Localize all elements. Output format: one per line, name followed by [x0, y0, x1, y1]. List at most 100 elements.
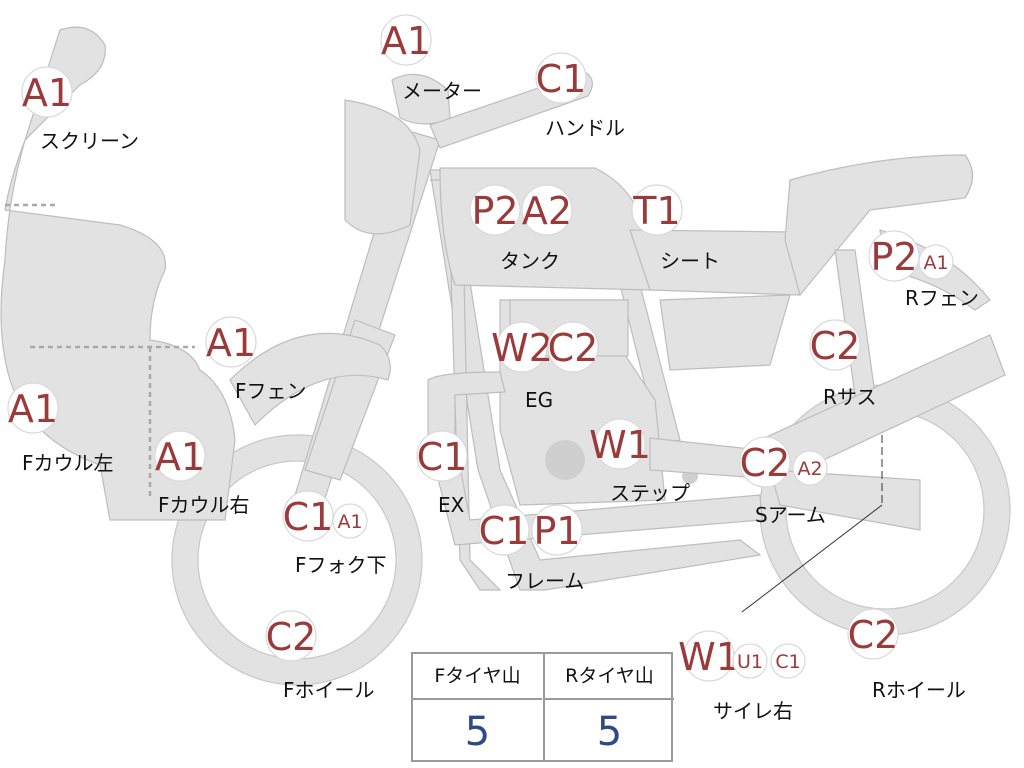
front-tire-header: Fタイヤ山	[413, 654, 542, 700]
grade-badge	[7, 382, 59, 434]
engine-cover-shape	[545, 440, 585, 480]
grade-badge	[732, 643, 768, 679]
grade-code: C2	[740, 441, 791, 485]
grade-code: A2	[797, 458, 822, 480]
grade-code: C1	[417, 435, 468, 479]
grade-code: A1	[206, 321, 256, 365]
grade-code: W1	[678, 635, 740, 679]
fairing-shape	[0, 26, 236, 521]
grade-badge	[531, 504, 583, 556]
grade-badge	[918, 244, 954, 280]
grade-badge	[594, 418, 646, 470]
callout-step: W1 ステップ	[589, 418, 690, 505]
part-label: Fカウル左	[22, 451, 114, 475]
rear-tire-column: Rタイヤ山 5	[543, 654, 674, 760]
grade-badge	[496, 321, 548, 373]
grade-code: T1	[632, 189, 680, 233]
grade-code: A1	[8, 387, 58, 431]
grade-badge	[282, 490, 334, 542]
grade-badge	[332, 503, 368, 539]
grade-code: C2	[266, 615, 317, 659]
part-label: シート	[660, 249, 720, 273]
front-fender-shape	[229, 332, 391, 426]
part-label: Fホイール	[283, 678, 375, 702]
grade-badge	[847, 608, 899, 660]
part-label: Fフォク下	[295, 553, 387, 577]
rear-tire-header: Rタイヤ山	[545, 654, 674, 700]
grade-badge	[265, 610, 317, 662]
grade-badge	[868, 230, 920, 282]
side-cover-leader-line	[741, 504, 883, 613]
part-label: EX	[438, 493, 465, 517]
grade-code: C1	[775, 651, 800, 673]
part-label: フレーム	[505, 569, 584, 593]
part-label: Fフェン	[235, 379, 307, 403]
grade-code: U1	[737, 651, 763, 673]
grade-badge	[809, 319, 861, 371]
part-label: Rサス	[823, 385, 877, 409]
grade-code: W1	[589, 423, 651, 467]
grade-badge	[380, 14, 432, 66]
grade-badge	[469, 184, 521, 236]
grade-code: P1	[533, 509, 580, 553]
grade-code: C2	[848, 613, 899, 657]
grade-code: P2	[870, 235, 917, 279]
grade-code: W2	[491, 326, 553, 370]
grade-badge	[478, 504, 530, 556]
grade-code: A2	[522, 189, 572, 233]
part-label: サイレ右	[713, 699, 793, 723]
grade-badge	[739, 436, 791, 488]
grade-badge	[770, 643, 806, 679]
grade-code: C2	[548, 326, 599, 370]
grade-badge	[535, 52, 587, 104]
grade-badge	[547, 321, 599, 373]
grade-code: P2	[471, 189, 518, 233]
grade-badge	[205, 316, 257, 368]
seat-cowl-shape	[784, 154, 974, 297]
grade-badge	[154, 430, 206, 482]
part-label: Rホイール	[872, 678, 966, 702]
grade-badge	[792, 450, 828, 486]
part-label: Fカウル右	[158, 493, 250, 517]
grade-code: C1	[479, 509, 530, 553]
grade-badge	[521, 184, 573, 236]
part-label: Sアーム	[755, 503, 826, 527]
meter-shape	[391, 73, 451, 125]
grade-code: A1	[155, 435, 205, 479]
front-tire-column: Fタイヤ山 5	[413, 654, 542, 760]
grade-badge	[631, 184, 683, 236]
rear-tire-value: 5	[596, 709, 623, 755]
part-label: メーター	[402, 79, 482, 103]
part-label: タンク	[500, 249, 560, 273]
tire-tread-table: Fタイヤ山 5 Rタイヤ山 5	[411, 652, 674, 762]
grade-code: A1	[923, 252, 948, 274]
callout-seat: T1 シート	[631, 184, 720, 273]
part-label: スクリーン	[40, 129, 139, 153]
grade-badge	[416, 430, 468, 482]
part-label: Rフェン	[905, 286, 979, 310]
part-label: ステップ	[610, 481, 690, 505]
headlight-shape	[344, 99, 421, 235]
grade-badge	[21, 66, 73, 118]
side-cover-shape	[659, 294, 791, 371]
part-label: EG	[525, 388, 553, 412]
